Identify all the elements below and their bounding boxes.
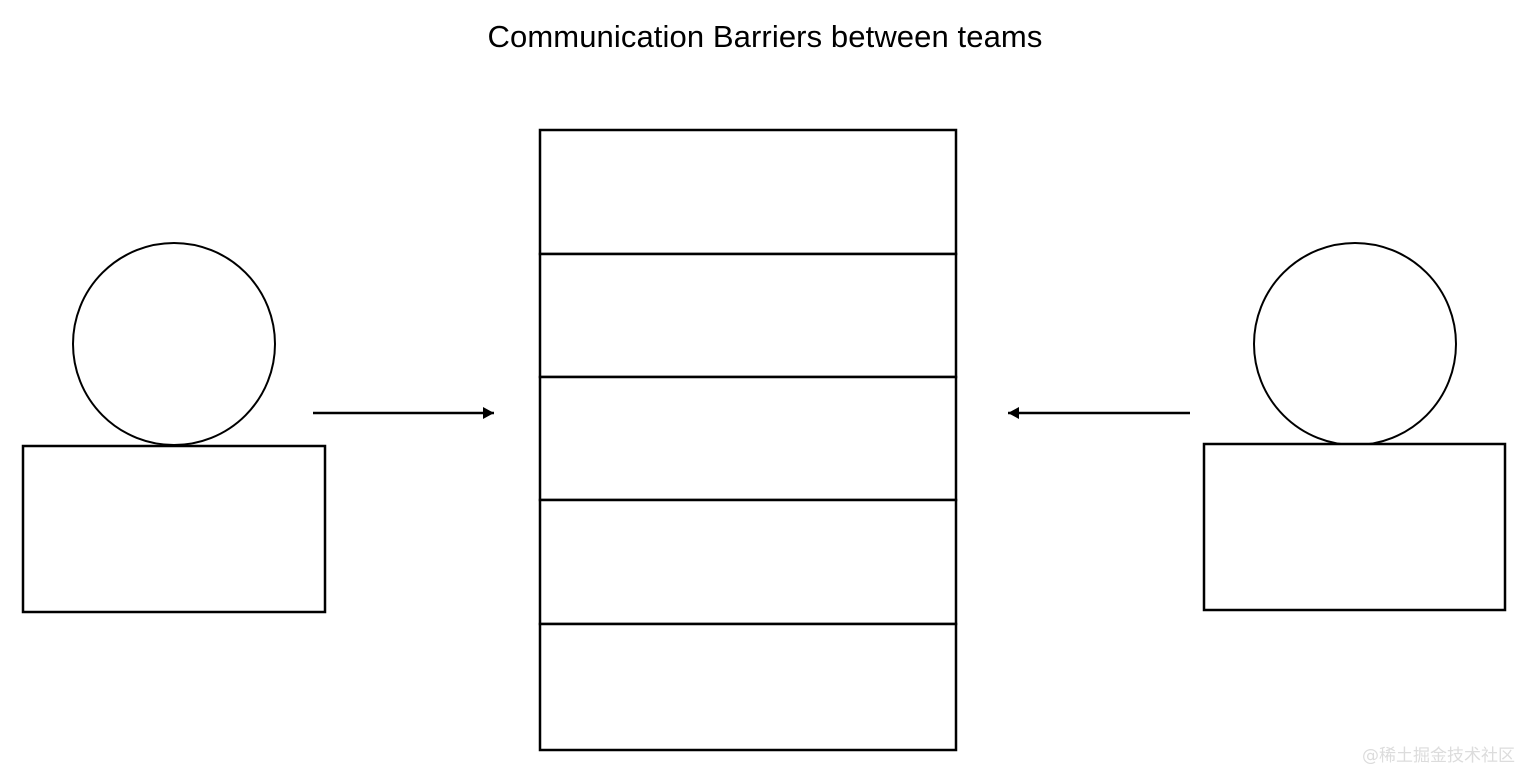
wall-brick-row-4 — [538, 498, 958, 626]
left-person-head-icon — [72, 242, 276, 446]
left-team-person[interactable] — [21, 242, 327, 614]
watermark: @稀土掘金技术社区 — [1362, 746, 1515, 766]
wall-brick-row-2 — [538, 252, 958, 379]
right-person-head-icon — [1253, 242, 1457, 446]
right-person-body-icon — [1202, 442, 1507, 612]
wall-brick-row-3 — [538, 375, 958, 502]
right-team-person[interactable] — [1202, 242, 1507, 612]
page-title: Communication Barriers between teams — [487, 19, 1043, 54]
left-person-body-icon — [21, 444, 327, 614]
communication-barrier-wall[interactable] — [538, 128, 958, 752]
wall-brick-row-5 — [538, 622, 958, 752]
wall-brick-row-1 — [538, 128, 958, 256]
